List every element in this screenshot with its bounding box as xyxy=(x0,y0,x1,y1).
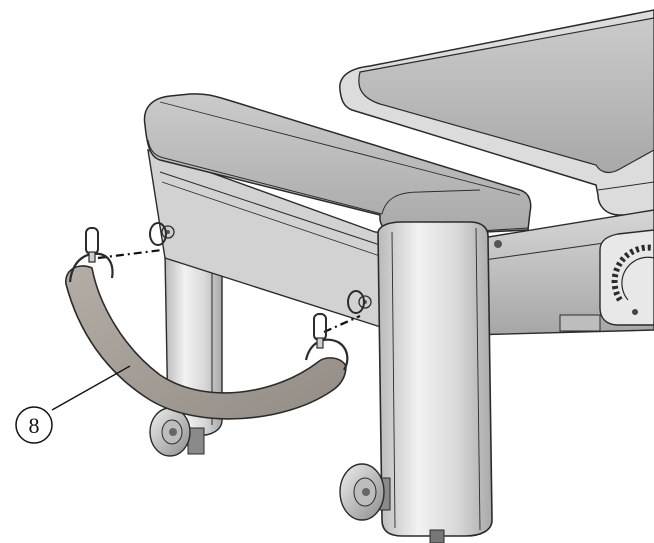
carriage-pad xyxy=(339,9,654,216)
front-leg-post xyxy=(377,221,493,543)
front-caster-wheel xyxy=(339,463,391,521)
snap-hook-left xyxy=(85,227,99,263)
rear-caster-wheel xyxy=(149,407,205,457)
callout-8: 8 xyxy=(15,365,131,444)
callout-label-8: 8 xyxy=(29,413,40,438)
snap-hook-right xyxy=(313,313,327,349)
assembly-guide-lines xyxy=(97,248,361,334)
gear-adjuster xyxy=(599,229,654,326)
ring-right xyxy=(347,290,365,314)
foot-strap xyxy=(65,252,349,420)
ring-left xyxy=(149,222,167,246)
